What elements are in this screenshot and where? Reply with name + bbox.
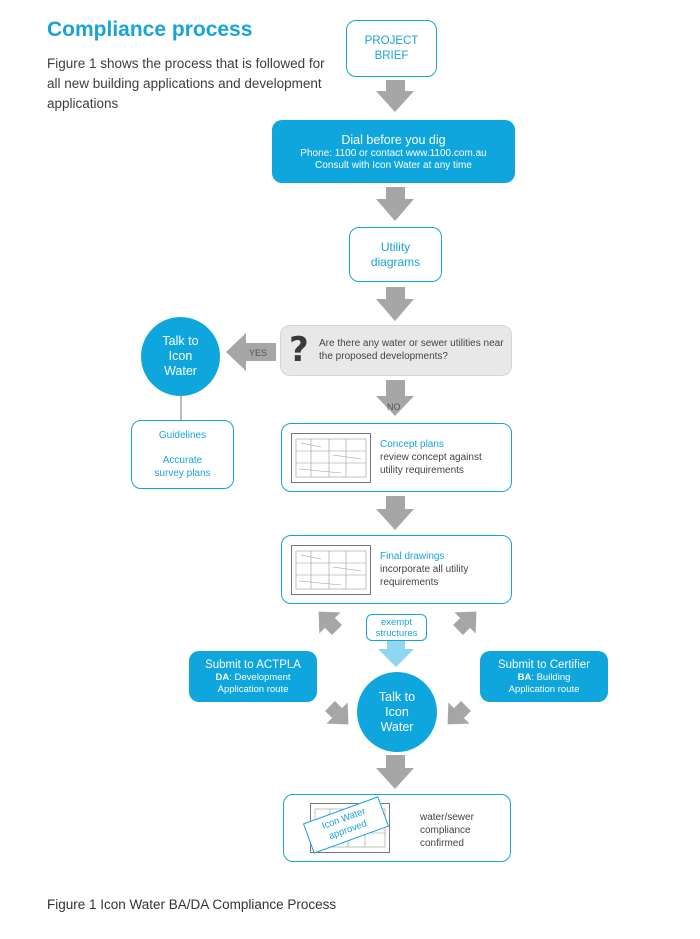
talk2-line2: Icon — [385, 704, 409, 719]
arrow-exempt — [378, 641, 414, 667]
confirmed-line1: water/sewer — [420, 812, 474, 823]
certifier-abbr: BA — [517, 671, 532, 683]
arrow-down-1 — [376, 80, 414, 112]
exempt-line1: exempt — [380, 616, 413, 628]
utility-line1: Utility — [380, 239, 411, 254]
intro-text: Figure 1 shows the process that is follo… — [47, 56, 325, 111]
arrow-diag-right-up — [453, 611, 477, 635]
question-mark-icon: ? — [289, 330, 309, 370]
final-body2: requirements — [380, 577, 439, 588]
guidelines-box: Guidelines Accurate survey plans — [131, 420, 234, 489]
utility-line2: diagrams — [370, 254, 421, 269]
actpla-line2: Application route — [217, 683, 289, 695]
arrow-down-5 — [376, 496, 414, 530]
guidelines-line2: Accurate — [162, 455, 203, 466]
exempt-line2: structures — [375, 627, 418, 639]
talk-line1: Talk to — [162, 334, 199, 348]
dial-before-you-dig-box: Dial before you dig Phone: 1100 or conta… — [272, 120, 515, 183]
certifier-line1-text: : Building — [531, 671, 571, 683]
actpla-line1: DA: Development — [216, 672, 291, 684]
talk-line2: Icon — [168, 349, 193, 363]
submit-certifier-box: Submit to Certifier BA: Building Applica… — [480, 651, 608, 702]
actpla-heading: Submit to ACTPLA — [205, 658, 301, 671]
exempt-structures-box: exempt structures — [366, 614, 427, 641]
concept-body1: review concept against — [380, 452, 482, 463]
actpla-abbr: DA — [215, 671, 230, 683]
final-drawings-card: Final drawings incorporate all utility r… — [281, 535, 512, 604]
final-heading: Final drawings — [380, 551, 445, 562]
project-brief-line2: BRIEF — [374, 49, 409, 62]
figure-caption: Figure 1 Icon Water BA/DA Compliance Pro… — [47, 897, 337, 912]
guidelines-line1: Guidelines — [158, 430, 207, 441]
dial-heading: Dial before you dig — [341, 132, 446, 147]
plan-thumbnail-icon — [291, 433, 371, 483]
arrow-down-4 — [376, 380, 414, 416]
certifier-line1: BA: Building — [518, 672, 571, 684]
submit-actpla-box: Submit to ACTPLA DA: Development Applica… — [189, 651, 317, 702]
talk-line3: Water — [164, 364, 197, 378]
certifier-line2: Application route — [508, 683, 580, 695]
arrow-diag-left-up — [318, 611, 342, 635]
question-box: ? Are there any water or sewer utilities… — [280, 325, 512, 376]
talk-to-icon-water-circle-2: Talk to Icon Water — [357, 672, 437, 752]
utility-diagrams-box: Utility diagrams — [349, 227, 442, 282]
compliance-confirmed-card: Icon Water approved water/sewer complian… — [283, 794, 511, 862]
plan-thumbnail-icon — [291, 545, 371, 595]
arrow-down-2 — [376, 187, 414, 221]
concept-heading: Concept plans — [380, 439, 444, 450]
dial-line1: Phone: 1100 or contact www.1100.com.au — [300, 147, 487, 159]
question-text: Are there any water or sewer utilities n… — [319, 338, 504, 362]
final-body1: incorporate all utility — [380, 564, 469, 575]
project-brief-line1: PROJECT — [364, 34, 419, 47]
arrow-down-6 — [376, 755, 414, 789]
certifier-heading: Submit to Certifier — [497, 658, 591, 671]
concept-body2: utility requirements — [380, 465, 464, 476]
page-title: Compliance process — [47, 18, 253, 41]
dial-line2: Consult with Icon Water at any time — [315, 159, 472, 171]
no-label: NO — [387, 402, 401, 412]
arrow-diag-left-down — [325, 701, 349, 725]
arrow-down-3 — [376, 287, 414, 321]
project-brief-box: PROJECT BRIEF — [346, 20, 437, 77]
talk-to-icon-water-circle: Talk to Icon Water — [141, 317, 220, 396]
arrow-diag-right-down — [447, 701, 471, 725]
confirmed-line2: compliance — [420, 825, 471, 836]
concept-plans-card: Concept plans review concept against uti… — [281, 423, 512, 492]
yes-label: YES — [249, 348, 268, 358]
actpla-line1-text: : Development — [229, 671, 291, 683]
confirmed-line3: confirmed — [420, 838, 464, 849]
guidelines-line3: survey plans — [154, 468, 211, 479]
talk2-line1: Talk to — [378, 689, 416, 704]
talk2-line3: Water — [380, 719, 414, 734]
confirmed-text: water/sewer compliance confirmed — [420, 811, 474, 850]
arrow-left-yes — [226, 333, 276, 371]
